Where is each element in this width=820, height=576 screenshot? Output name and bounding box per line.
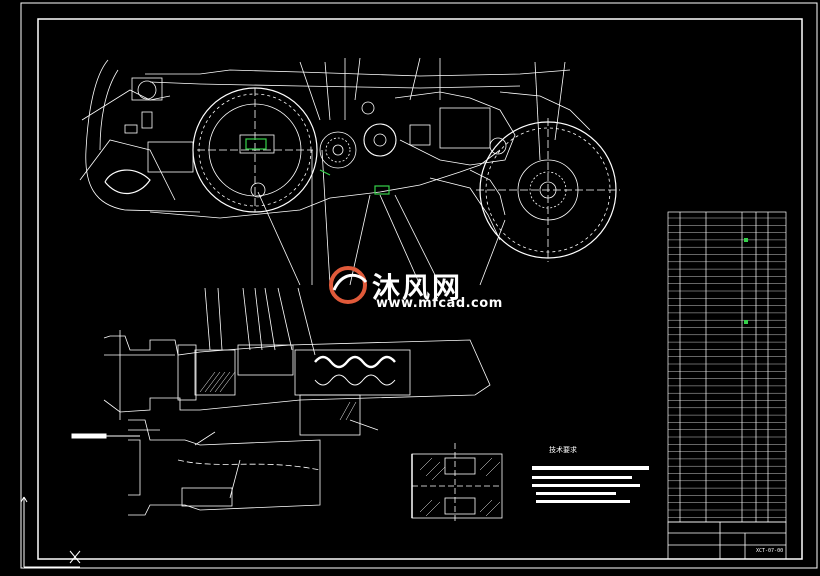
drawing-number: XCT-07-00 — [756, 548, 784, 554]
watermark-title: 沐风网 — [372, 271, 463, 304]
parts-list-table — [667, 211, 787, 523]
detail-section — [411, 443, 503, 522]
detail-hatch — [419, 457, 501, 517]
parts-list-rows — [668, 217, 786, 518]
green-accents — [245, 138, 390, 195]
plan-view-leader — [71, 433, 140, 439]
technical-requirements-title: 技术要求 — [549, 446, 577, 454]
sheet-border — [20, 2, 818, 569]
technical-requirements — [532, 466, 649, 503]
section-view — [103, 287, 491, 436]
ucs-icon — [20, 496, 81, 568]
hatch-pattern — [199, 371, 357, 421]
watermark-url: www.mfcad.com — [376, 296, 503, 311]
main-elevation-view — [79, 57, 620, 286]
title-block — [667, 521, 787, 560]
plan-view — [128, 419, 321, 516]
green-bom-accents — [744, 238, 748, 324]
watermark-logo — [329, 266, 368, 304]
